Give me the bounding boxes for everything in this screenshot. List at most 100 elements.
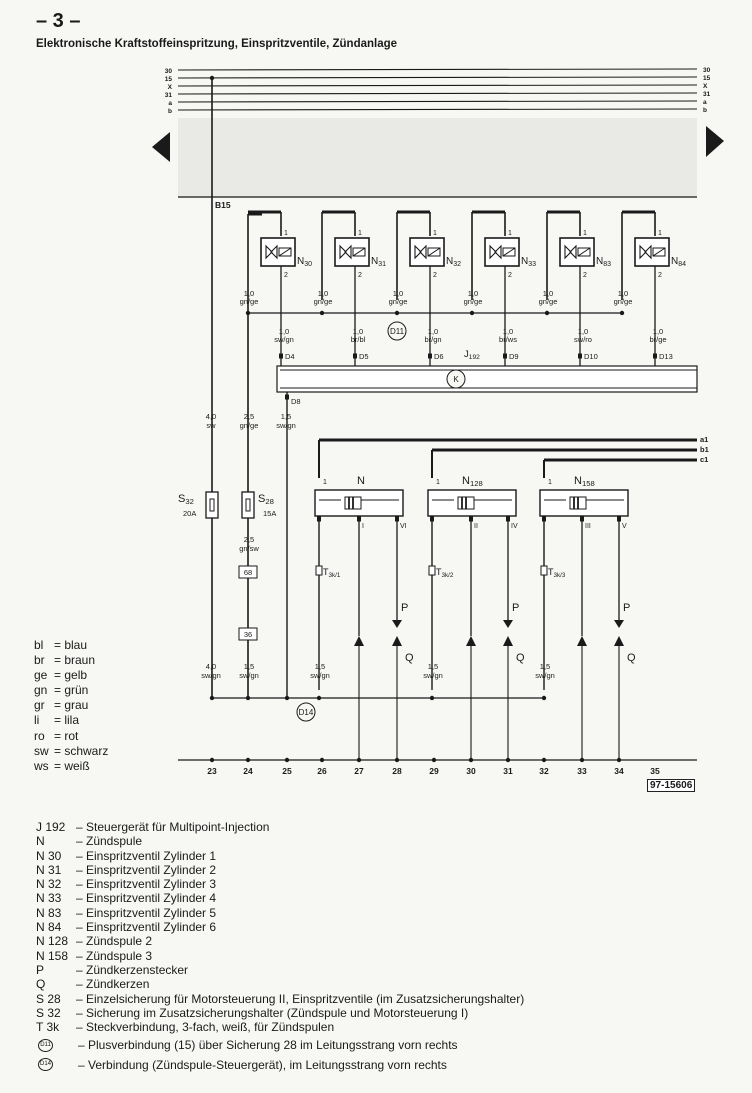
injector-label: N33 bbox=[521, 256, 536, 268]
color-legend-row: gn= grün bbox=[34, 683, 108, 698]
legend-desc: – Einspritzventil Zylinder 2 bbox=[76, 862, 217, 877]
wire-size: 1,0 bbox=[244, 289, 254, 298]
ignition-coil-label: N158 bbox=[574, 475, 595, 488]
valve-icon bbox=[564, 244, 577, 260]
pin-label: II bbox=[474, 523, 478, 530]
box-label: 36 bbox=[244, 630, 252, 639]
legend-desc: – Sicherung im Zusatzsicherungshalter (Z… bbox=[76, 1005, 469, 1020]
ground-junction bbox=[284, 695, 290, 701]
wire-color: sw/gn bbox=[535, 671, 555, 680]
pin-label: 1 bbox=[433, 230, 437, 237]
wire-color: sw/gn bbox=[310, 671, 330, 680]
connector-d11-circle bbox=[387, 321, 407, 341]
legend-row: N 31 – Einspritzventil Zylinder 2 bbox=[36, 863, 524, 877]
connector-label: T3k/2 bbox=[436, 567, 454, 579]
legend-row: D11– Plusverbindung (15) über Sicherung … bbox=[36, 1038, 524, 1052]
fuse-rating: 15A bbox=[263, 509, 276, 518]
connector-T3k/1 bbox=[315, 565, 323, 576]
spark-plug-icon bbox=[354, 636, 364, 646]
valve-icon bbox=[414, 244, 427, 260]
pin-label: IV bbox=[511, 523, 518, 530]
track-number: 33 bbox=[577, 766, 587, 776]
legend-row: Q– Zündkerzen bbox=[36, 977, 524, 991]
wire-size: 1,0 bbox=[618, 289, 628, 298]
legend-row: D14– Verbindung (Zündspule-Steuergerät),… bbox=[36, 1058, 524, 1072]
color-legend-row: sw= schwarz bbox=[34, 744, 108, 759]
injector-30 bbox=[260, 237, 296, 267]
pin-marker bbox=[580, 516, 584, 522]
color-abbr: bl bbox=[34, 638, 44, 652]
wire-color: sw/gn bbox=[239, 671, 259, 680]
valve-icon bbox=[639, 244, 652, 260]
legend-desc: – Zündspule bbox=[76, 834, 143, 849]
spark-plug-icon bbox=[392, 636, 402, 646]
box-68 bbox=[238, 565, 258, 579]
bus-label-left: X bbox=[168, 84, 173, 91]
pin-label: 2 bbox=[433, 272, 437, 279]
coil-feed-label: c1 bbox=[700, 455, 708, 464]
wire-color: sw/ro bbox=[574, 335, 592, 344]
ignition-coil-label: N bbox=[357, 475, 365, 487]
color-name: = lila bbox=[54, 713, 80, 728]
legend-desc: – Einspritzventil Zylinder 1 bbox=[76, 848, 217, 863]
page-title: Elektronische Kraftstoffeinspritzung, Ei… bbox=[36, 38, 398, 50]
coil-icon bbox=[577, 247, 591, 257]
pin-label: III bbox=[585, 523, 591, 530]
connector-label: T3k/3 bbox=[548, 567, 566, 579]
connector-label: T3k/1 bbox=[323, 567, 341, 579]
track-number: 23 bbox=[207, 766, 217, 776]
legend-row: S 28– Einzelsicherung für Motorsteuerung… bbox=[36, 992, 524, 1006]
track-number: 25 bbox=[282, 766, 292, 776]
control-unit-symbol-circle bbox=[446, 369, 466, 389]
pin-marker bbox=[503, 353, 507, 359]
rail-junction bbox=[209, 757, 215, 763]
pin-label: 1 bbox=[358, 230, 362, 237]
color-name: = weiß bbox=[54, 758, 90, 773]
wire-size: 1,0 bbox=[543, 289, 553, 298]
connector-d14: D14 bbox=[299, 708, 314, 717]
spark-plug-icon bbox=[614, 636, 624, 646]
color-name: = blau bbox=[54, 638, 88, 652]
wire-color: sw bbox=[206, 421, 216, 430]
track-number: 26 bbox=[317, 766, 327, 776]
pin-label: 1 bbox=[436, 479, 440, 486]
legend-row: N– Zündspule bbox=[36, 834, 524, 848]
color-legend-row: li= lila bbox=[34, 713, 108, 728]
legend-code: N 84 bbox=[36, 920, 62, 935]
pin-label: 1 bbox=[583, 230, 587, 237]
wire-size: 1,0 bbox=[428, 327, 438, 336]
connector-d14-circle bbox=[296, 702, 316, 722]
pin-label: 2 bbox=[658, 272, 662, 279]
valve-icon bbox=[339, 244, 352, 260]
connector-T3k/3 bbox=[540, 565, 548, 576]
coil-slash bbox=[278, 247, 292, 257]
wire-color: gn/ge bbox=[614, 297, 633, 306]
legend-desc: – Zündkerzen bbox=[76, 977, 150, 992]
wire-color: gn/ge bbox=[389, 297, 408, 306]
pin-label: 1 bbox=[323, 479, 327, 486]
bus-label-right: 31 bbox=[703, 91, 711, 98]
legend-code: N 83 bbox=[36, 905, 62, 920]
legend-row: N 32– Einspritzventil Zylinder 3 bbox=[36, 877, 524, 891]
wire-color: br/gn bbox=[424, 335, 441, 344]
connector-symbol-icon: D11 bbox=[38, 1039, 53, 1053]
pin-label: 1 bbox=[658, 230, 662, 237]
pin-marker bbox=[317, 516, 321, 522]
legend-code: N 31 bbox=[36, 862, 62, 877]
coil-slash bbox=[652, 247, 666, 257]
injector-label: N84 bbox=[671, 256, 686, 268]
color-abbr: br bbox=[34, 653, 45, 668]
injector-33 bbox=[484, 237, 520, 267]
wire-size: 1,5 bbox=[540, 662, 550, 671]
legend-row: N 30– Einspritzventil Zylinder 1 bbox=[36, 849, 524, 863]
legend-code: J 192 bbox=[36, 820, 66, 834]
plug-label-p: P bbox=[401, 602, 408, 614]
bus-label-right: a bbox=[703, 99, 707, 106]
color-legend-row: gr= grau bbox=[34, 698, 108, 713]
plug-connector-icon bbox=[392, 620, 402, 628]
ground-junction bbox=[209, 695, 215, 701]
track-number: 32 bbox=[539, 766, 549, 776]
pin-label: D9 bbox=[509, 352, 519, 361]
legend-desc: – Einspritzventil Zylinder 6 bbox=[76, 920, 217, 935]
color-legend-row: bl = blau bbox=[34, 638, 108, 653]
